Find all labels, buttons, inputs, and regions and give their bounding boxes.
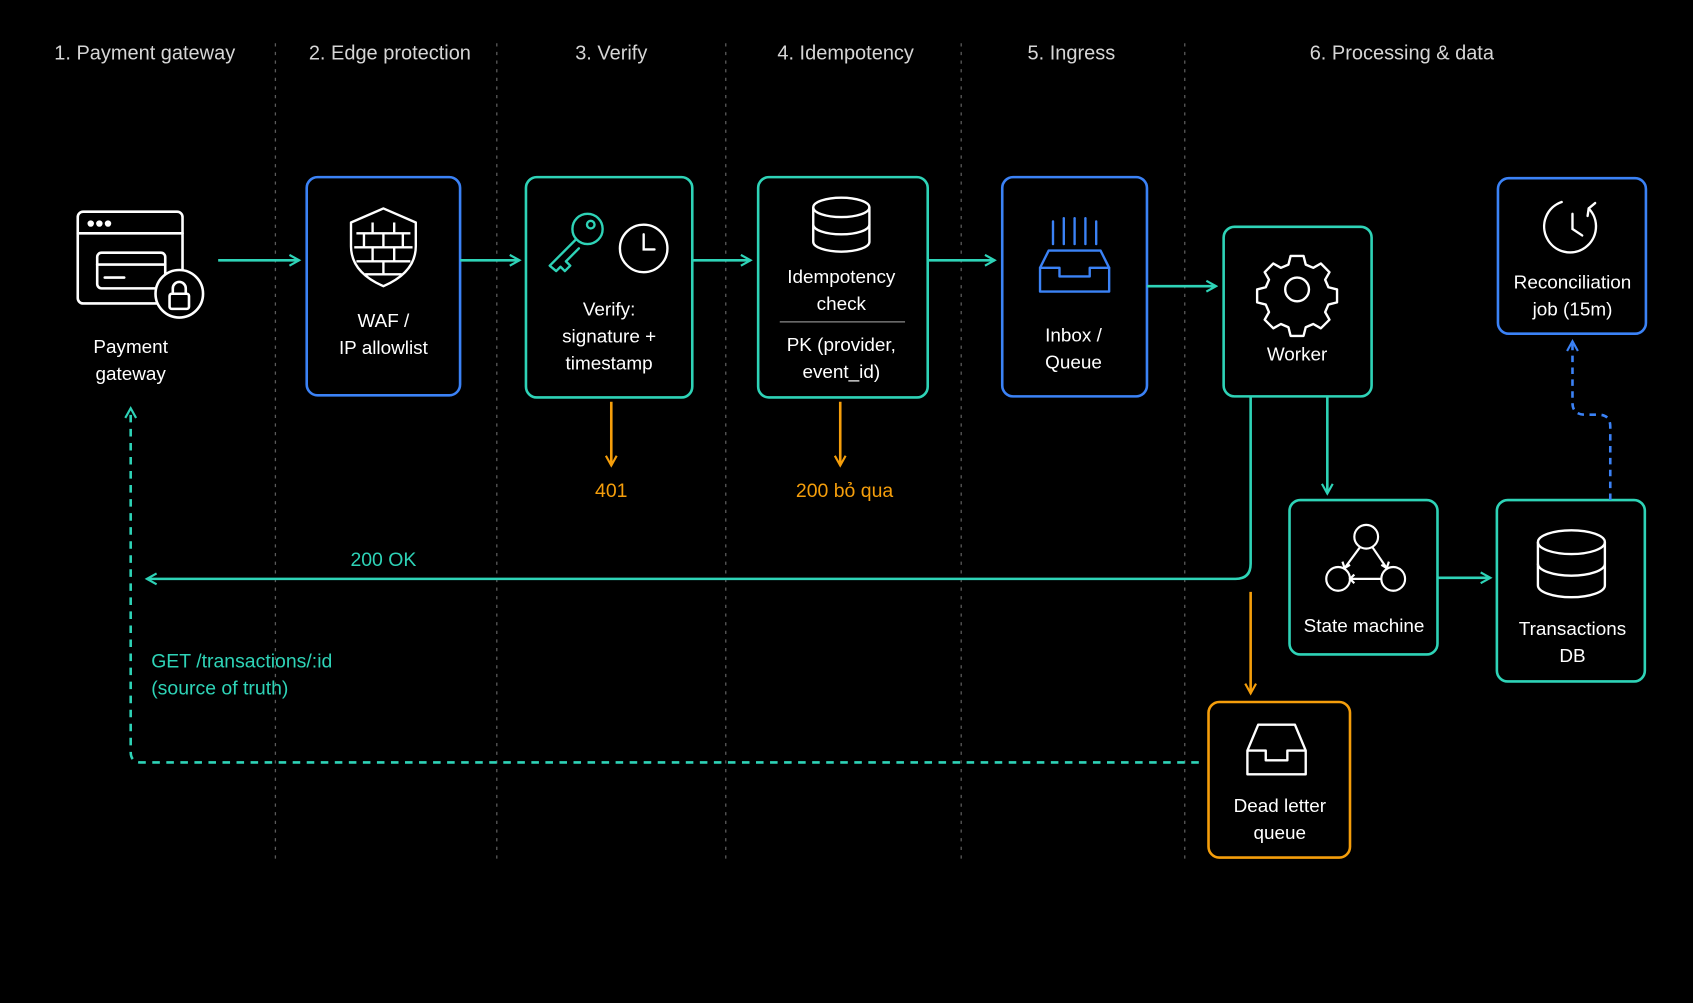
node-waf-box	[305, 175, 462, 397]
edge-worker-ok-return	[147, 396, 1252, 579]
column-heading-3: 3. Verify	[575, 42, 647, 64]
diagram-svg: 1. Payment gateway 2. Edge protection 3.…	[54, 42, 1648, 865]
column-heading-5: 5. Ingress	[1028, 42, 1116, 64]
node-db-label-1: Transactions	[1519, 619, 1626, 640]
node-recon-label-2: job (15m)	[1532, 299, 1613, 320]
edge-label-get-2: (source of truth)	[151, 677, 288, 699]
node-dlq-label-2: queue	[1254, 823, 1307, 844]
column-headings: 1. Payment gateway 2. Edge protection 3.…	[54, 42, 1495, 64]
column-heading-4: 4. Idempotency	[777, 42, 914, 64]
node-verify-label-3: timestamp	[566, 353, 653, 374]
node-idem-sub-2: event_id)	[802, 362, 880, 383]
node-verify-label-1: Verify:	[583, 299, 635, 320]
column-dividers	[274, 43, 1186, 865]
node-recon-label-1: Reconciliation	[1514, 272, 1632, 293]
node-recon-box	[1496, 176, 1648, 336]
node-dlq-box	[1207, 700, 1352, 859]
node-payment-gateway[interactable]: Payment gateway	[76, 210, 205, 385]
edge-label-get-1: GET /transactions/:id	[151, 650, 332, 672]
column-heading-6: 6. Processing & data	[1310, 42, 1495, 64]
database-icon	[812, 196, 871, 253]
database-icon	[1536, 529, 1607, 599]
node-db-label-2: DB	[1559, 646, 1585, 667]
node-transactions-db[interactable]: Transactions DB	[1495, 498, 1647, 683]
payment-window-lock-icon	[76, 210, 205, 319]
column-heading-2: 2. Edge protection	[309, 42, 471, 64]
node-reconciliation[interactable]: Reconciliation job (15m)	[1496, 176, 1648, 336]
inbox-tray-icon	[1246, 723, 1307, 776]
shield-firewall-icon	[349, 207, 417, 288]
node-idempotency[interactable]: Idempotency check PK (provider, event_id…	[756, 175, 930, 399]
node-inbox-label-2: Queue	[1045, 352, 1102, 373]
node-inbox-label-1: Inbox /	[1045, 325, 1102, 346]
flow-edges	[131, 260, 1612, 764]
column-heading-1: 1. Payment gateway	[54, 42, 235, 64]
clock-refresh-icon	[1542, 200, 1598, 254]
edge-db-to-recon	[1572, 341, 1612, 501]
node-verify-box	[524, 175, 694, 399]
node-db-box	[1495, 498, 1647, 683]
node-verify-label-2: signature +	[562, 326, 656, 347]
edge-label-200-ok: 200 OK	[350, 549, 416, 571]
edge-label-200-skip: 200 bỏ qua	[796, 480, 893, 502]
key-clock-icon	[548, 212, 604, 273]
node-gateway-label-2: gateway	[95, 364, 166, 385]
node-dlq-label-1: Dead letter	[1234, 796, 1326, 817]
node-verify[interactable]: Verify: signature + timestamp	[524, 175, 694, 399]
node-worker[interactable]: Worker	[1222, 225, 1373, 398]
node-gateway-label-1: Payment	[93, 337, 168, 358]
edge-get-source-of-truth	[131, 408, 1199, 764]
clock-icon	[618, 223, 669, 274]
node-idem-label-2: check	[817, 294, 867, 315]
node-idem-sub-1: PK (provider,	[787, 335, 896, 356]
node-waf[interactable]: WAF / IP allowlist	[305, 175, 462, 397]
node-idem-label-1: Idempotency	[787, 267, 896, 288]
node-state-machine[interactable]: State machine	[1288, 498, 1439, 656]
inbox-tray-icon	[1038, 216, 1111, 293]
node-worker-box	[1222, 225, 1373, 398]
node-inbox[interactable]: Inbox / Queue	[1000, 175, 1149, 398]
node-dead-letter-queue[interactable]: Dead letter queue	[1207, 700, 1352, 859]
state-graph-icon	[1325, 523, 1407, 592]
node-state-label-1: State machine	[1304, 616, 1425, 637]
node-worker-label-1: Worker	[1267, 345, 1328, 366]
node-idem-box	[756, 175, 930, 399]
edge-label-401: 401	[595, 480, 627, 502]
node-waf-label-2: IP allowlist	[339, 338, 429, 359]
gear-icon	[1255, 254, 1339, 338]
node-waf-label-1: WAF /	[358, 311, 411, 332]
